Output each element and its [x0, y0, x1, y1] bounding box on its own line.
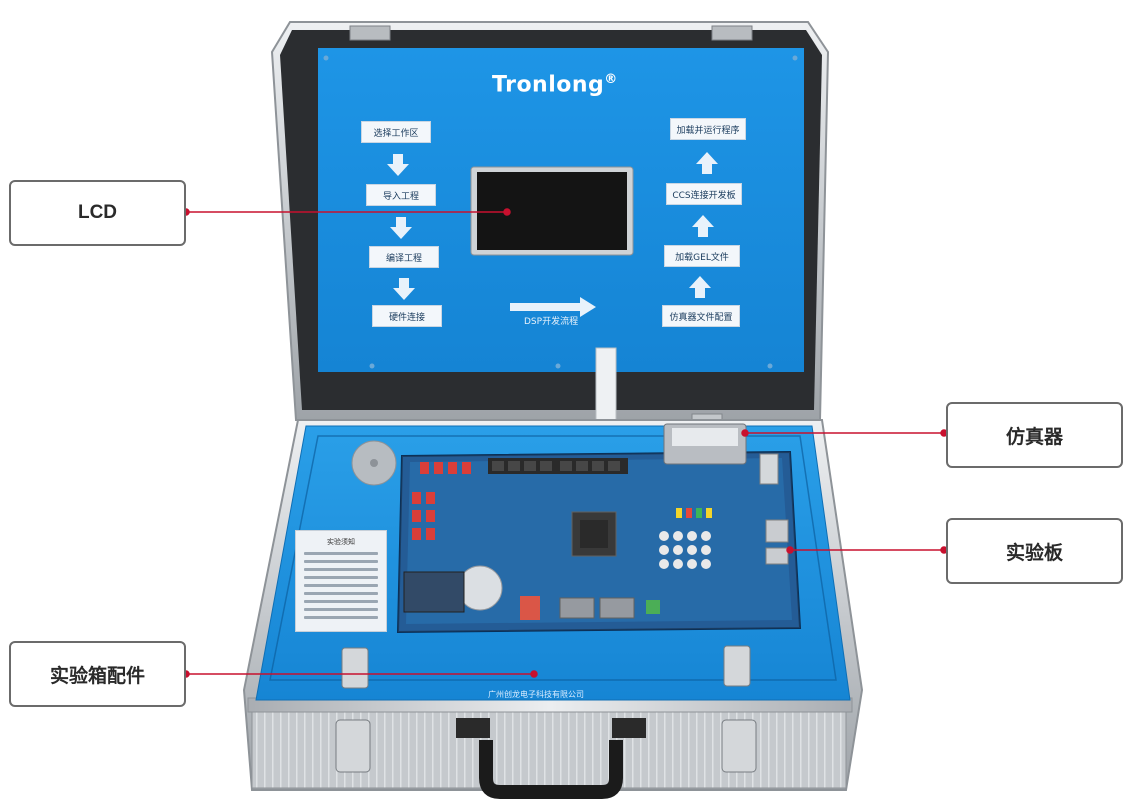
flow-arrows-right [689, 152, 718, 298]
flow-step-ccs-connect: CCS连接开发板 [666, 183, 742, 205]
lcd-screen [470, 166, 634, 256]
flow-arrows-left [387, 154, 415, 300]
brand-logo: Tronlong® [492, 72, 618, 97]
callout-board: 实验板 [946, 518, 1123, 584]
flow-step-load-gel: 加载GEL文件 [664, 245, 740, 267]
flow-step-load-run: 加载并运行程序 [670, 118, 746, 140]
notice-title: 实验须知 [327, 538, 355, 546]
brand-registered-mark: ® [604, 72, 618, 87]
flow-step-import-project: 导入工程 [366, 184, 436, 206]
case-handle [456, 718, 646, 799]
flow-step-emulator-config: 仿真器文件配置 [662, 305, 740, 327]
experiment-board [396, 450, 802, 634]
emulator-device [663, 423, 747, 465]
flow-caption: DSP开发流程 [524, 317, 579, 327]
notice-card: 实验须知 [295, 530, 387, 632]
brand-name: Tronlong [492, 72, 605, 98]
callout-accessories: 实验箱配件 [9, 641, 186, 707]
callout-emulator: 仿真器 [946, 402, 1123, 468]
base-latches [335, 645, 757, 773]
company-name: 广州创龙电子科技有限公司 [488, 690, 584, 699]
flow-step-hardware-connect: 硬件连接 [372, 305, 442, 327]
callout-lcd: LCD [9, 180, 186, 246]
flow-step-select-workspace: 选择工作区 [361, 121, 431, 143]
flow-arrow-center [510, 297, 596, 317]
flow-step-compile-project: 编译工程 [369, 246, 439, 268]
